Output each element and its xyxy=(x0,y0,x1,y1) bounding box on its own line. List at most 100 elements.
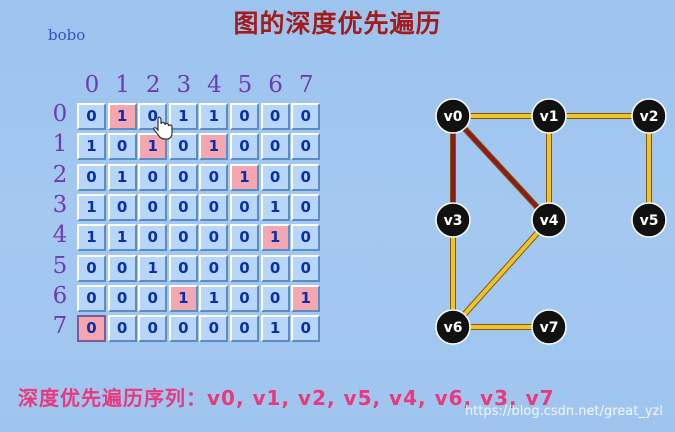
row-header: 2 xyxy=(52,161,68,188)
matrix-cell: 0 xyxy=(107,284,137,312)
matrix-cell: 0 xyxy=(230,193,259,221)
matrix-cell: 1 xyxy=(168,103,198,130)
matrix-cell: 0 xyxy=(107,254,137,282)
matrix-cell: 0 xyxy=(199,315,229,343)
row-header: 5 xyxy=(52,252,68,279)
column-header: 2 xyxy=(145,72,161,98)
matrix-cell: 0 xyxy=(291,193,321,221)
column-header: 3 xyxy=(176,72,192,98)
matrix-cell: 0 xyxy=(230,254,259,282)
matrix-cell: 1 xyxy=(291,284,321,312)
matrix-cell: 0 xyxy=(77,254,106,282)
column-header: 4 xyxy=(207,72,222,98)
matrix-cell: 0 xyxy=(138,224,168,252)
matrix-cell: 0 xyxy=(77,315,106,343)
matrix-cell: 0 xyxy=(230,224,259,252)
watermark: https://blog.csdn.net/great_yzl xyxy=(464,404,663,419)
column-header: 5 xyxy=(237,72,253,98)
matrix-cell: 0 xyxy=(138,193,168,221)
matrix-cell: 1 xyxy=(77,224,106,252)
graph-edge-v4-v6 xyxy=(451,218,551,329)
matrix-cell: 0 xyxy=(107,133,137,161)
node-label: v0 xyxy=(444,109,463,125)
hand-pointer-icon xyxy=(152,116,173,140)
node-circle xyxy=(435,202,471,238)
matrix-cell: 0 xyxy=(199,193,229,221)
graph-node-v2: v2 xyxy=(631,98,667,134)
matrix-cell: 0 xyxy=(291,133,321,161)
matrix-cell: 0 xyxy=(168,315,198,343)
matrix-cell: 0 xyxy=(138,284,168,312)
matrix-cell: 0 xyxy=(291,103,321,130)
matrix-cell: 1 xyxy=(199,133,229,161)
graph-node-v4: v4 xyxy=(531,202,567,238)
matrix-cell: 0 xyxy=(260,284,290,312)
node-circle xyxy=(631,98,667,134)
column-header: 6 xyxy=(268,72,283,98)
node-label: v1 xyxy=(540,109,559,125)
matrix-cell: 0 xyxy=(260,163,290,191)
matrix-cell: 0 xyxy=(260,133,290,161)
node-label: v4 xyxy=(540,213,559,229)
matrix-cell: 0 xyxy=(168,193,198,221)
matrix-cell: 0 xyxy=(107,315,137,343)
matrix-cell: 0 xyxy=(260,254,290,282)
column-header: 1 xyxy=(115,72,130,98)
matrix-cell: 0 xyxy=(230,315,259,343)
matrix-cell: 0 xyxy=(77,103,106,130)
matrix-cell: 1 xyxy=(77,133,106,161)
row-header: 4 xyxy=(52,222,68,249)
matrix-cell: 0 xyxy=(107,193,137,221)
row-header: 1 xyxy=(52,131,68,158)
node-label: v5 xyxy=(640,213,659,229)
matrix-cell: 1 xyxy=(77,193,106,221)
graph-node-v1: v1 xyxy=(531,98,567,134)
node-circle xyxy=(531,309,567,345)
matrix-cell: 0 xyxy=(230,284,259,312)
matrix-cell: 0 xyxy=(168,163,198,191)
graph-node-v6: v6 xyxy=(435,309,471,345)
author-label: bobo xyxy=(48,26,86,44)
graph-node-v5: v5 xyxy=(631,202,667,238)
matrix-cell: 0 xyxy=(168,224,198,252)
matrix-cell: 0 xyxy=(291,163,321,191)
row-header: 0 xyxy=(52,101,68,127)
row-header: 7 xyxy=(52,313,68,340)
matrix-cell: 1 xyxy=(260,193,290,221)
matrix-cell: 0 xyxy=(199,224,229,252)
matrix-cell: 0 xyxy=(291,254,321,282)
node-label: v6 xyxy=(444,320,463,336)
node-circle xyxy=(531,98,567,134)
matrix-cell: 1 xyxy=(107,163,137,191)
matrix-cell: 1 xyxy=(107,224,137,252)
matrix-cell: 0 xyxy=(230,133,259,161)
matrix-cell: 1 xyxy=(168,284,198,312)
column-header: 0 xyxy=(84,72,100,98)
matrix-cell: 1 xyxy=(260,315,290,343)
matrix-cell: 1 xyxy=(138,133,168,161)
graph-edge-v0-v4 xyxy=(451,114,551,222)
column-header: 7 xyxy=(298,72,314,98)
graph-node-v7: v7 xyxy=(531,309,567,345)
matrix-cell: 1 xyxy=(199,284,229,312)
row-header: 3 xyxy=(52,191,68,218)
matrix-cell: 0 xyxy=(138,315,168,343)
node-label: v3 xyxy=(444,213,463,229)
matrix-cell: 1 xyxy=(260,224,290,252)
matrix-cell: 1 xyxy=(138,254,168,282)
node-label: v7 xyxy=(540,320,559,336)
matrix-cell: 1 xyxy=(199,103,229,130)
matrix-cell: 0 xyxy=(260,103,290,130)
row-header: 6 xyxy=(52,282,68,309)
graph-node-v0: v0 xyxy=(435,98,471,134)
node-circle xyxy=(531,202,567,238)
node-circle xyxy=(435,309,471,345)
matrix-cell: 1 xyxy=(230,163,259,191)
node-circle xyxy=(435,98,471,134)
dfs-sequence: 深度优先遍历序列：v0, v1, v2, v5, v4, v6, v3, v7 xyxy=(18,386,555,410)
matrix-cell: 0 xyxy=(138,163,168,191)
matrix-cell: 0 xyxy=(230,103,259,130)
node-label: v2 xyxy=(640,109,659,125)
matrix-cell: 0 xyxy=(77,284,106,312)
